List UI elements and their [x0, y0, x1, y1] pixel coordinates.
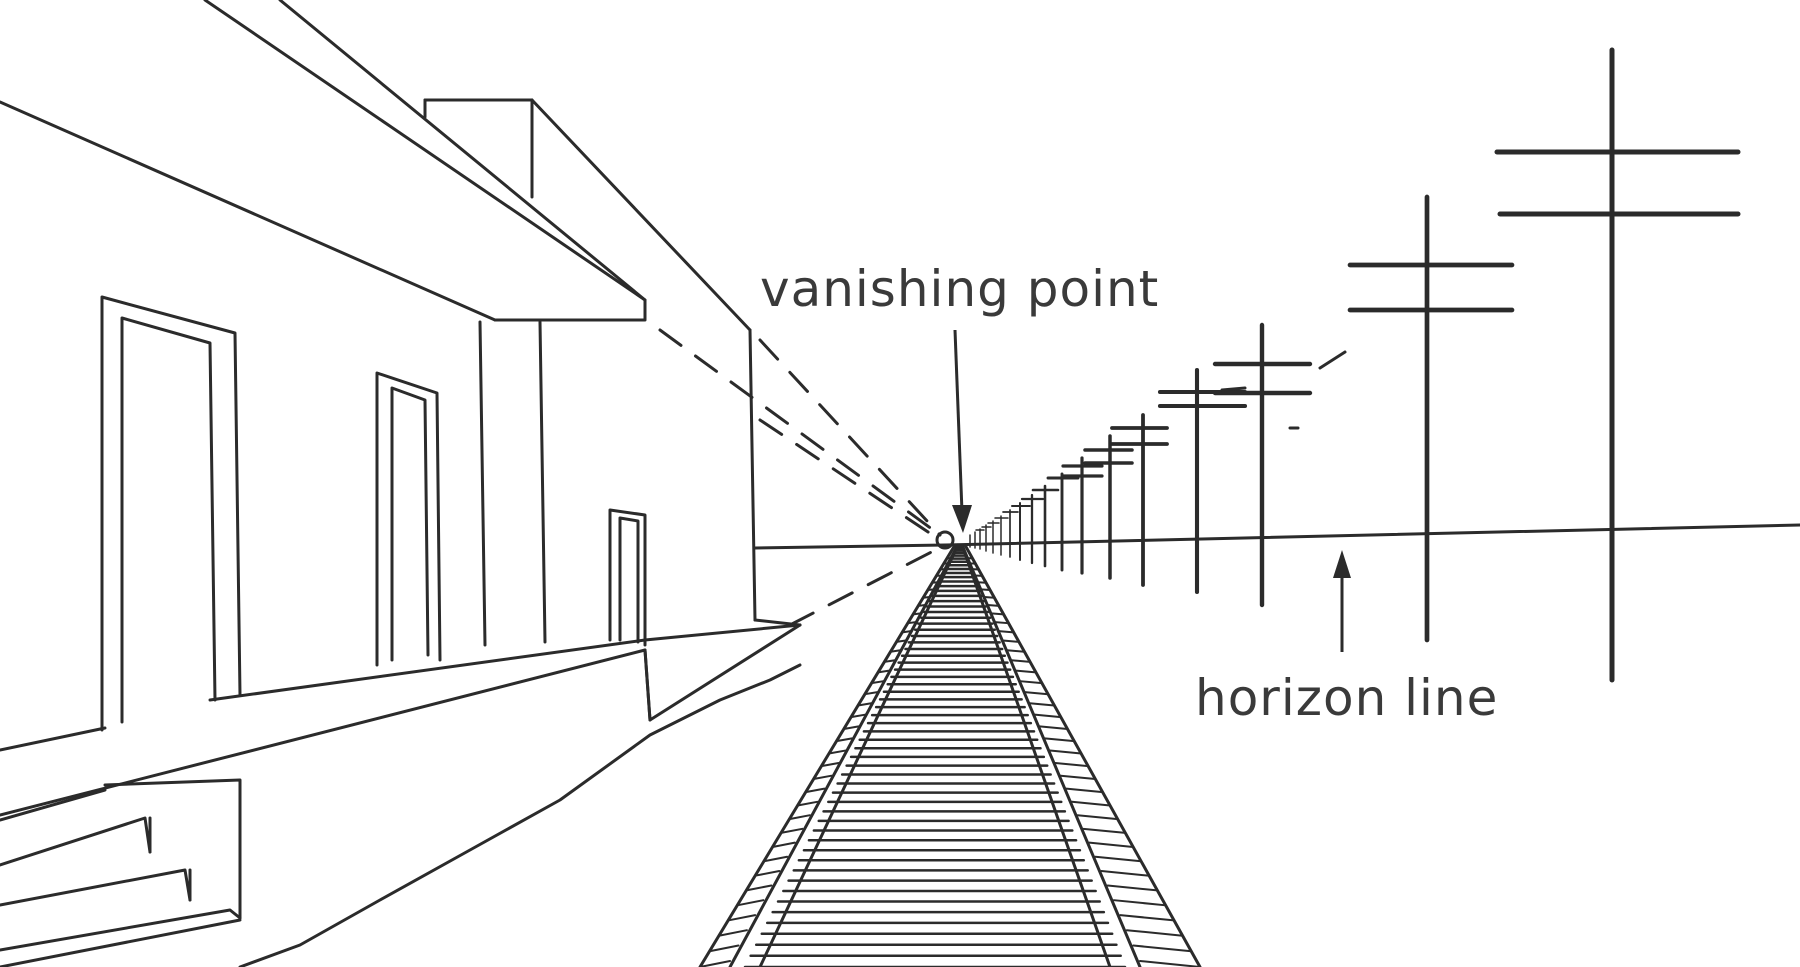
telephone-pole — [1003, 510, 1018, 557]
railway-ties — [745, 546, 1125, 967]
telephone-pole — [1160, 370, 1245, 592]
ballast-mark — [1007, 650, 1024, 652]
telephone-pole — [1048, 474, 1078, 570]
ballast-mark — [913, 613, 920, 614]
ballast-mark — [1120, 915, 1174, 920]
ballast-mark — [1089, 843, 1133, 847]
telephone-pole — [976, 529, 984, 549]
vanishing-point-label: vanishing point — [760, 260, 1159, 318]
track-ballast-right — [968, 558, 1200, 967]
ballast-mark — [1025, 692, 1048, 694]
ballast-mark — [1114, 900, 1166, 905]
perspective-guide-lines — [660, 330, 945, 625]
ballast-mark — [1016, 671, 1036, 673]
telephone-pole — [982, 525, 991, 551]
ballast-mark — [1095, 857, 1141, 861]
ballast-mark — [991, 613, 1003, 614]
ballast-mark — [999, 631, 1014, 632]
arrow-up-icon — [1333, 550, 1351, 578]
ballast-mark — [978, 582, 986, 583]
telephone-pole — [1350, 197, 1512, 640]
ballast-mark — [902, 631, 911, 632]
track-ballast-left — [700, 558, 951, 967]
ballast-mark — [981, 589, 990, 590]
ballast-mark — [988, 605, 999, 606]
telephone-pole — [1063, 458, 1102, 573]
ballast-mark — [1035, 715, 1061, 717]
ballast-mark — [1055, 763, 1088, 766]
station-building — [0, 0, 800, 967]
ballast-mark — [1072, 802, 1110, 806]
ballast-mark — [1011, 660, 1030, 662]
ballast-mark — [923, 597, 929, 598]
ballast-mark — [1127, 930, 1183, 936]
ballast-mark — [1050, 751, 1081, 754]
ballast-mark — [1078, 815, 1118, 819]
ballast-mark — [1101, 871, 1149, 876]
horizon-line-callout: horizon line — [1195, 550, 1498, 727]
telephone-pole — [995, 516, 1008, 555]
ballast-mark — [928, 589, 934, 590]
ballast-mark — [932, 582, 937, 583]
ballast-mark — [1003, 641, 1019, 642]
ballast-mark — [1040, 726, 1068, 729]
ballast-mark — [1030, 703, 1055, 705]
telephone-pole — [1085, 436, 1132, 578]
ballast-mark — [908, 622, 916, 623]
ballast-mark — [1133, 945, 1191, 951]
ballast-mark — [918, 605, 925, 606]
telephone-pole — [1215, 325, 1310, 605]
horizon-line — [755, 525, 1800, 548]
ballast-mark — [1020, 681, 1042, 683]
ballast-mark — [896, 641, 905, 642]
arrow-down-icon — [952, 505, 972, 533]
ballast-mark — [984, 597, 994, 598]
ballast-mark — [1108, 885, 1158, 890]
horizon-line-label: horizon line — [1195, 669, 1498, 727]
telephone-pole — [1112, 415, 1167, 585]
telephone-pole — [1497, 50, 1738, 680]
telephone-poles — [970, 50, 1738, 680]
telephone-pole — [988, 521, 999, 553]
ballast-mark — [1061, 776, 1096, 779]
ballast-mark — [995, 622, 1009, 623]
ballast-mark — [1083, 829, 1125, 833]
vanishing-point-callout: vanishing point — [760, 260, 1159, 533]
ballast-mark — [1066, 789, 1102, 793]
ballast-mark — [1140, 961, 1200, 967]
ballast-mark — [1045, 738, 1074, 741]
